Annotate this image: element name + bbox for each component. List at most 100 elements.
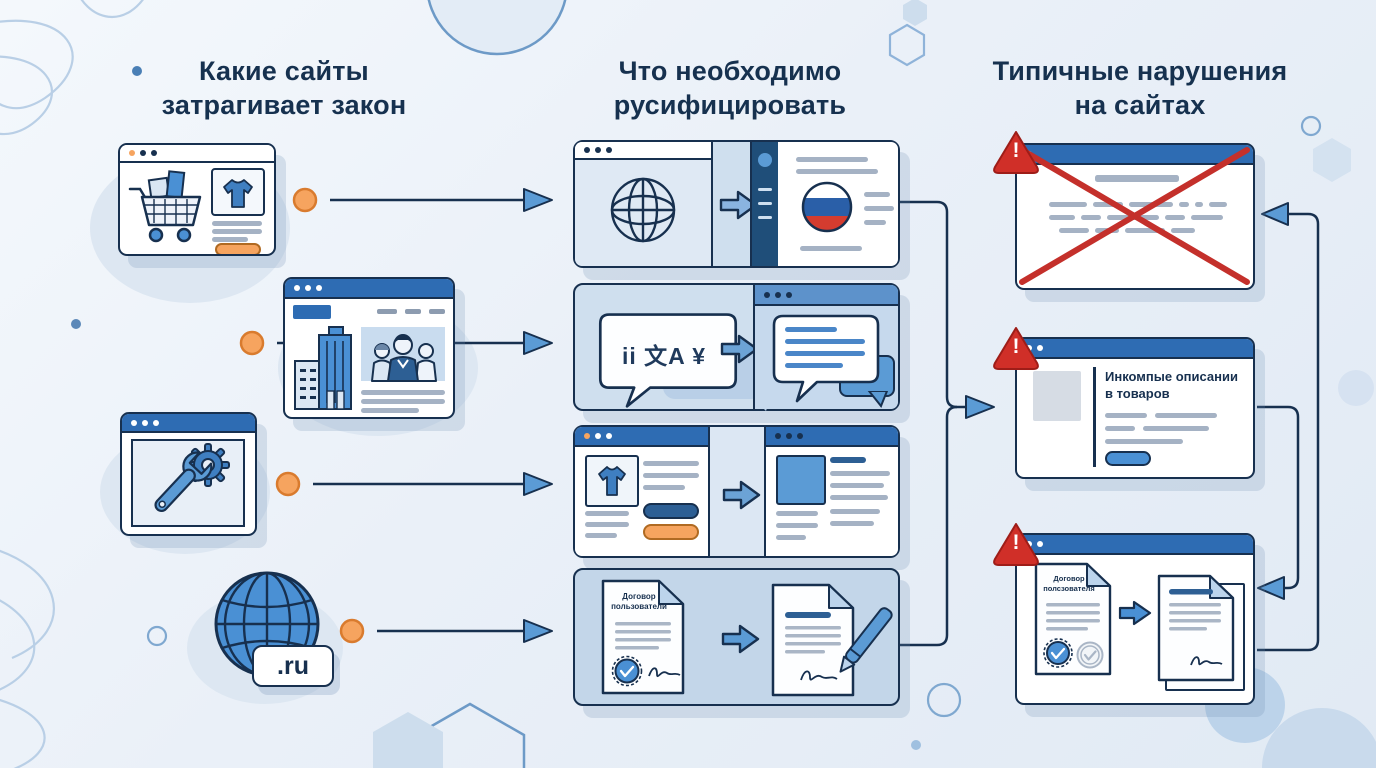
window-control-dot <box>775 291 781 298</box>
wrench-icon <box>154 451 213 513</box>
violation-incomplete-descriptions-window: Инкомпые описании в товаров <box>1015 337 1255 479</box>
arrowhead-row4 <box>523 619 553 643</box>
transform-arrow-icon <box>721 624 760 654</box>
sidebar-menu-line <box>758 188 772 191</box>
pen-icon <box>839 607 893 673</box>
russified-description-mini-browser <box>764 427 898 556</box>
text-line <box>1155 413 1217 418</box>
warning-badge: ! <box>992 521 1040 567</box>
text-line <box>1171 228 1195 233</box>
exclamation-mark: ! <box>1012 335 1020 358</box>
hexagon-filled-top <box>903 0 927 26</box>
transform-arrow-icon <box>722 480 761 510</box>
violation-untranslated-agreement-window: Договор полсзователя <box>1015 533 1255 705</box>
seal-icon <box>1043 638 1073 668</box>
text-line <box>1093 202 1123 207</box>
column-title-affected-sites: Какие сайты затрагивает закон <box>161 56 407 120</box>
document-icon <box>1157 574 1235 682</box>
window-control-dot <box>294 285 300 291</box>
document-icon <box>601 579 685 695</box>
text-line <box>1049 202 1087 207</box>
text-line <box>643 485 685 490</box>
shopping-cart-illustration <box>128 168 265 254</box>
text-line <box>830 471 890 476</box>
sidebar <box>752 142 778 266</box>
window-control-dot <box>786 433 792 439</box>
window-control-dot <box>584 433 590 439</box>
text-line <box>585 533 617 538</box>
exclamation-mark: ! <box>1012 531 1020 554</box>
violation-no-russian-version-window <box>1015 143 1255 290</box>
window-titlebar <box>1017 535 1253 555</box>
red-cross-icon <box>1019 147 1250 285</box>
text-line <box>830 509 880 514</box>
divider-line <box>1093 367 1096 467</box>
foreign-contract-document: Договор пользователи <box>597 578 689 696</box>
window-control-dot <box>129 150 135 156</box>
window-control-dot <box>153 419 159 426</box>
window-control-dot <box>151 150 157 156</box>
window-control-dot <box>764 291 770 298</box>
warning-badge: ! <box>992 129 1040 175</box>
signature-scribble <box>800 670 838 681</box>
text-line <box>643 461 699 466</box>
window-control-dot <box>584 147 590 153</box>
text-line <box>1165 215 1185 220</box>
primary-button <box>643 503 699 519</box>
text-line <box>830 495 888 500</box>
transform-arrow-icon <box>720 334 759 364</box>
wave-lines-bottom-left <box>0 549 55 768</box>
corporate-site-window <box>283 277 455 419</box>
text-line <box>585 522 629 527</box>
violation-heading: Инкомпые описании в товаров <box>1105 369 1238 401</box>
ecommerce-site-window <box>118 143 276 256</box>
corporate-site-illustration <box>293 305 445 413</box>
window-control-dot <box>142 419 148 426</box>
window-control-dot <box>797 433 803 439</box>
text-line <box>1049 215 1075 220</box>
text-line <box>1191 215 1223 220</box>
office-building-icon <box>294 326 352 410</box>
text-line <box>830 483 884 488</box>
transform-arrow-icon <box>1118 600 1152 626</box>
foreign-site-mini-browser <box>575 142 713 266</box>
text-line <box>1059 228 1089 233</box>
seal-icon <box>611 655 643 687</box>
arrowhead-to-violation3 <box>1257 576 1285 600</box>
window-titlebar <box>285 279 453 299</box>
column-title-typical-violations: Типичные нарушения на сайтах <box>992 56 1288 120</box>
document-icon <box>1034 562 1112 676</box>
text-line <box>796 169 878 174</box>
transform-arrow-icon <box>719 190 758 220</box>
heading-line <box>1095 175 1179 182</box>
window-titlebar <box>1017 339 1253 359</box>
warning-triangle-icon <box>993 523 1039 566</box>
text-line <box>1143 426 1209 431</box>
arrowhead-row3 <box>523 472 553 496</box>
window-control-dot <box>1037 345 1043 351</box>
foreign-speech-bubble <box>598 313 738 408</box>
window-titlebar <box>766 427 898 447</box>
shopping-cart-icon <box>128 170 202 243</box>
text-line <box>776 523 818 528</box>
russian-chat-bubble-filled-tail <box>867 391 889 408</box>
text-line <box>1081 215 1101 220</box>
text-line <box>1105 439 1183 444</box>
buy-button <box>215 243 261 254</box>
window-titlebar <box>575 427 708 447</box>
secondary-button <box>643 524 699 540</box>
window-titlebar <box>575 142 711 160</box>
translated-contract-stack <box>1155 573 1247 695</box>
connector-dot-1 <box>292 187 318 213</box>
hexagon-right <box>1313 138 1351 182</box>
foreign-contract-document: Договор полсзователя <box>1031 561 1115 677</box>
text-line <box>796 157 868 162</box>
russify-chat-row: ii 文A ¥ <box>573 283 900 411</box>
window-control-dot <box>595 433 601 439</box>
text-line <box>800 246 862 251</box>
arrowhead-to-violation2 <box>965 395 995 419</box>
russian-chat-bubble <box>772 314 880 403</box>
russify-agreement-row: Договор пользователи <box>573 568 900 706</box>
arrowhead-row1 <box>523 188 553 212</box>
